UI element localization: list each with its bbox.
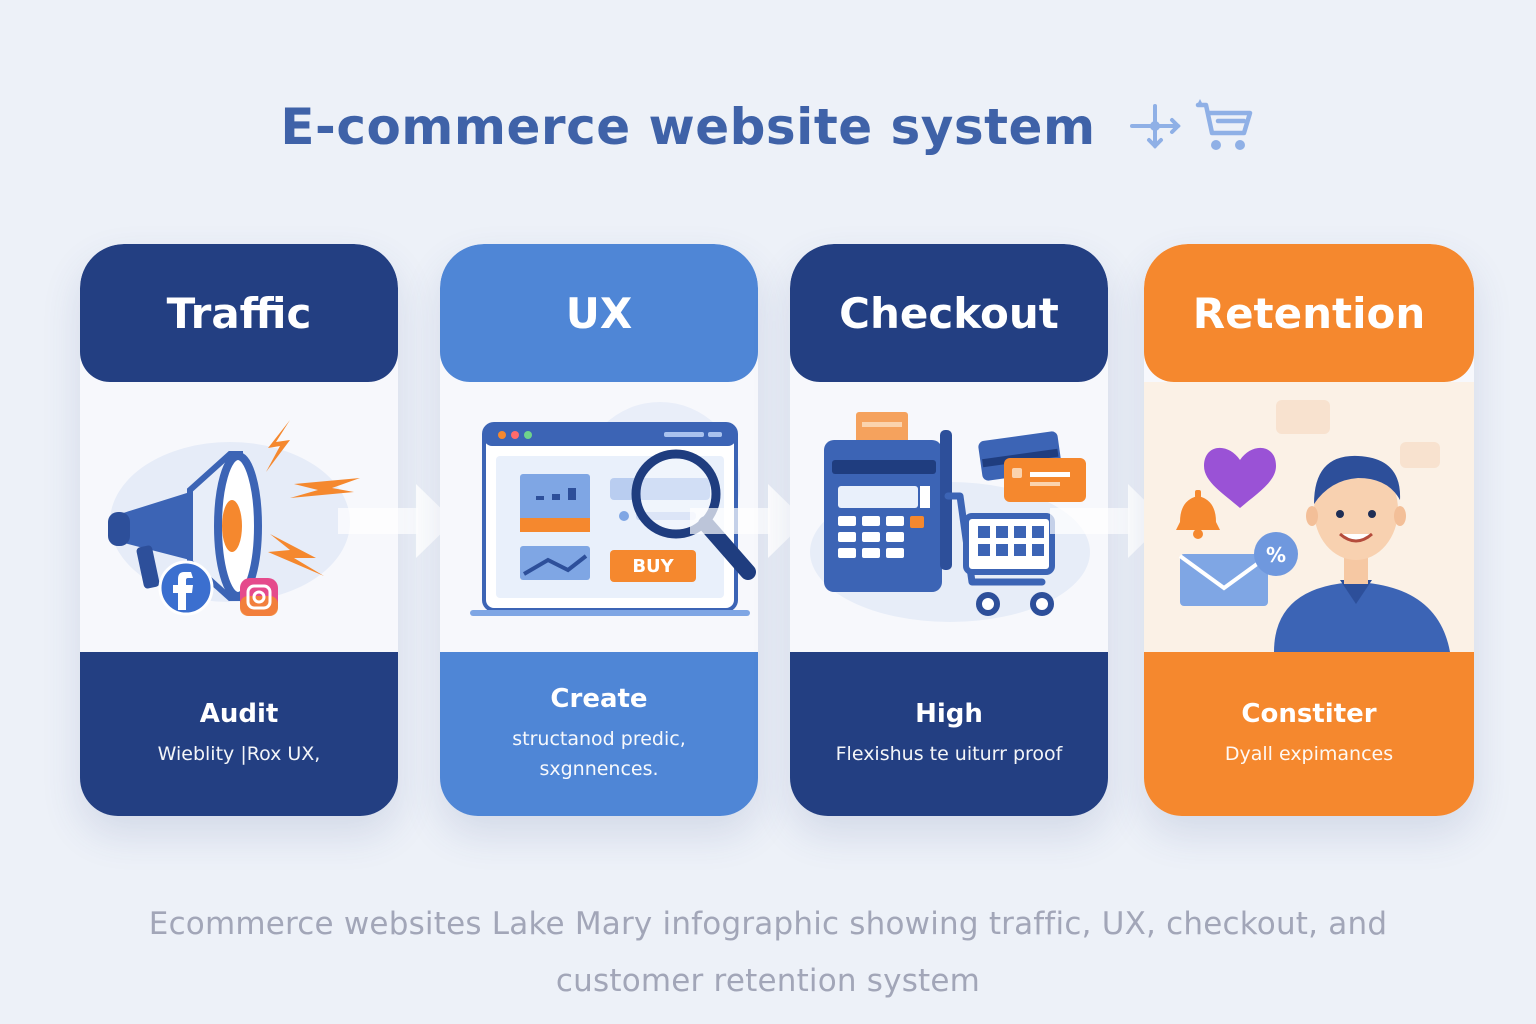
card-retention-heading: Retention — [1192, 288, 1426, 338]
title-row: E-commerce website system — [0, 92, 1536, 162]
card-checkout-header: Checkout — [790, 244, 1108, 382]
card-ux-footer: Create structanod predic, sxgnnences. — [440, 652, 758, 816]
card-retention: Retention % — [1144, 244, 1474, 816]
customer-icon: % — [1176, 400, 1450, 652]
title-icons — [1126, 99, 1256, 155]
card-checkout-foot-title: High — [915, 699, 983, 729]
card-traffic-illustration — [80, 382, 398, 652]
card-checkout-foot-sub: Flexishus te uiturr proof — [835, 743, 1063, 765]
page-title: E-commerce website system — [280, 98, 1096, 156]
card-checkout-heading: Checkout — [839, 288, 1059, 338]
cart-icon — [1195, 99, 1252, 150]
card-retention-footer: Constiter Dyall expimances — [1144, 652, 1474, 816]
caption: Ecommerce websites Lake Mary infographic… — [0, 896, 1536, 1010]
card-ux-header: UX — [440, 244, 758, 382]
card-traffic-foot-title: Audit — [199, 699, 279, 729]
card-retention-foot-title: Constiter — [1241, 699, 1377, 729]
megaphone-icon — [108, 420, 360, 616]
buy-button-label: BUY — [632, 556, 674, 577]
arrow-icon — [338, 484, 454, 558]
caption-line-1: Ecommerce websites Lake Mary infographic… — [148, 906, 1388, 942]
card-ux-foot-title: Create — [550, 684, 648, 714]
card-checkout-footer: High Flexishus te uiturr proof — [790, 652, 1108, 816]
card-traffic-header: Traffic — [80, 244, 398, 382]
card-traffic-foot-sub: Wieblity |Rox UX, — [157, 743, 321, 765]
card-checkout-illustration — [790, 382, 1108, 652]
arrow-icon — [690, 484, 806, 558]
card-retention-header: Retention — [1144, 244, 1474, 382]
card-traffic-heading: Traffic — [166, 288, 312, 338]
card-ux-foot-sub: structanod predic, sxgnnences. — [512, 728, 686, 780]
card-retention-foot-sub: Dyall expimances — [1224, 743, 1394, 765]
card-ux-heading: UX — [565, 288, 633, 338]
caption-line-2: customer retention system — [555, 963, 981, 999]
card-ux: UX BUY — [440, 244, 758, 816]
network-icon — [1129, 104, 1181, 149]
card-retention-illustration: % — [1144, 382, 1474, 652]
card-traffic-footer: Audit Wieblity |Rox UX, — [80, 652, 398, 816]
svg-text:%: % — [1266, 543, 1286, 567]
register-cart-icon — [810, 412, 1090, 622]
